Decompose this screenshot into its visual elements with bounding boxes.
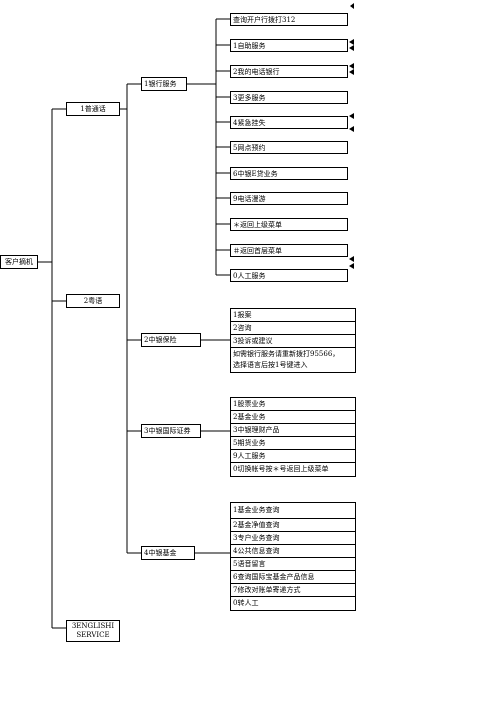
bank-item: 查询开户行拨打312 [230,13,348,26]
bank-item: 2我的电话银行 [230,65,348,78]
bank-service-box: 1银行服务 [141,77,187,91]
bank-item: 9电话漫游 [230,192,348,205]
fund-item: 1基金业务查询 [231,503,355,519]
fund-box: 4中银基金 [141,546,195,560]
securities-item: 5期货业务 [231,437,355,450]
insurance-list: 1报案 2咨询 3投诉或建议 如需银行服务请重新拨打95566， 选择语言后按1… [230,308,356,373]
bank-item: 6中银E贷业务 [230,167,348,180]
bank-item: 3更多服务 [230,91,348,104]
securities-list: 1股票业务 2基金业务 3中银理财产品 5期货业务 9人工服务 0切换帐号按＊号… [230,397,356,477]
fund-item: 2基金净值查询 [231,519,355,532]
cantonese-box: 2粤语 [66,294,120,308]
securities-box: 3中银国际证券 [141,424,201,438]
bank-item: ＊返回上级菜单 [230,218,348,231]
securities-item: 9人工服务 [231,450,355,463]
fund-item: 7修改对账单寄递方式 [231,584,355,597]
securities-item: 2基金业务 [231,411,355,424]
fund-item: 3专户业务查询 [231,532,355,545]
arrow-marks [349,3,354,269]
fund-item: 5语音留言 [231,558,355,571]
fund-list: 1基金业务查询 2基金净值查询 3专户业务查询 4公共信息查询 5语音留言 6查… [230,502,356,611]
securities-item: 3中银理财产品 [231,424,355,437]
insurance-item: 2咨询 [231,322,355,335]
english-line-1: 3ENGLISHI [71,622,115,630]
fund-item: 4公共信息查询 [231,545,355,558]
insurance-box: 2中银保险 [141,333,201,347]
english-line-2: SERVICE [76,631,110,639]
insurance-note: 如需银行服务请重新拨打95566， 选择语言后按1号键进入 [231,348,355,372]
putonghua-box: 1普通话 [66,102,120,116]
bank-item: ＃返回首层菜单 [230,244,348,257]
root-box: 客户摘机 [0,255,38,269]
insurance-note-line-2: 选择语言后按1号键进入 [233,361,308,369]
english-box: 3ENGLISHI SERVICE [66,620,120,642]
insurance-item: 1报案 [231,309,355,322]
bank-item: 1自助服务 [230,39,348,52]
insurance-note-line-1: 如需银行服务请重新拨打95566， [233,350,340,358]
fund-item: 0转人工 [233,599,259,607]
insurance-item: 3投诉或建议 [231,335,355,348]
securities-item: 0切换帐号按＊号返回上级菜单 [233,465,329,473]
fund-item: 6查询国际宝基金产品信息 [231,571,355,584]
bank-item: 5网点预约 [230,141,348,154]
securities-item: 1股票业务 [231,398,355,411]
bank-item: 4紧急挂失 [230,116,348,129]
bank-item: 0人工服务 [230,269,348,282]
